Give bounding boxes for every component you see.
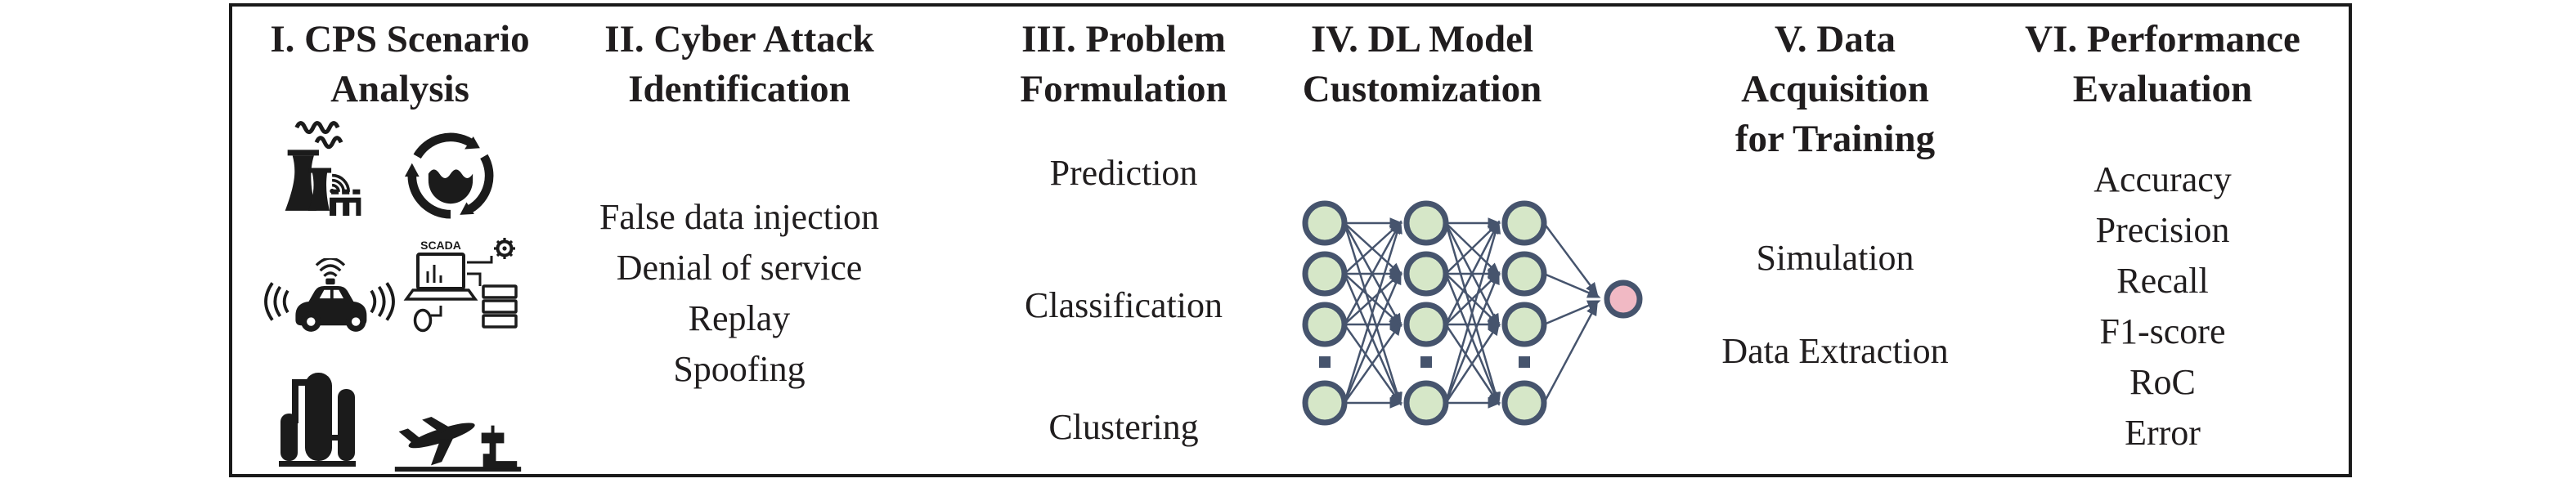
metric-item: Accuracy bbox=[2094, 159, 2232, 199]
problem-item: Clustering bbox=[1048, 407, 1199, 447]
attack-item: Spoofing bbox=[673, 349, 806, 389]
neural-network-diagram bbox=[1302, 200, 1643, 426]
attack-item: False data injection bbox=[599, 197, 880, 237]
column-title-data-acquisition: V. Data Acquisition for Training bbox=[1735, 18, 1936, 160]
nn-hidden-nodes bbox=[1302, 200, 1547, 426]
column-cps-scenario-analysis: I. CPS Scenario Analysis bbox=[232, 7, 568, 474]
acquisition-item: Simulation bbox=[1756, 238, 1914, 278]
column-title-cyber-attack: II. Cyber Attack Identification bbox=[604, 18, 874, 110]
pipeline-box: I. CPS Scenario Analysis bbox=[229, 3, 2352, 477]
column-data-acquisition: V. Data Acquisition for Training Simulat… bbox=[1696, 7, 1974, 474]
column-title-problem-formulation: III. Problem Formulation bbox=[1020, 18, 1227, 110]
metric-item: Precision bbox=[2095, 210, 2230, 250]
column-problem-formulation: III. Problem Formulation Prediction Clas… bbox=[927, 7, 1320, 474]
metric-item: F1-score bbox=[2099, 311, 2226, 351]
metric-item: Error bbox=[2125, 413, 2201, 453]
metric-item: Recall bbox=[2116, 261, 2209, 301]
autonomous-vehicle-icon bbox=[255, 258, 404, 343]
nn-output-node bbox=[1604, 280, 1643, 319]
attack-item: Denial of service bbox=[616, 248, 863, 288]
column-title-cps: I. CPS Scenario Analysis bbox=[270, 18, 530, 110]
column-title-dl-model: IV. DL Model Customization bbox=[1302, 18, 1542, 110]
chemical-plant-tanks-icon bbox=[272, 368, 363, 472]
nn-edges bbox=[1343, 217, 1601, 409]
metric-item: RoC bbox=[2129, 362, 2196, 402]
problem-item: Classification bbox=[1025, 285, 1223, 325]
acquisition-item: Data Extraction bbox=[1721, 331, 1949, 371]
problem-item: Prediction bbox=[1049, 153, 1198, 193]
attack-item: Replay bbox=[688, 298, 791, 338]
airport-airplane-icon bbox=[393, 397, 523, 474]
column-dl-model-customization: IV. DL Model Customization bbox=[1271, 7, 1696, 474]
column-cyber-attack-identification: II. Cyber Attack Identification False da… bbox=[551, 7, 927, 474]
scada-label: SCADA bbox=[420, 239, 461, 252]
nn-ellipsis-squares bbox=[1319, 356, 1530, 368]
nn-nodes bbox=[1302, 200, 1643, 426]
scada-system-icon: SCADA bbox=[400, 235, 523, 350]
column-performance-evaluation: VI. Performance Evaluation Accuracy Prec… bbox=[1977, 7, 2349, 474]
water-treatment-cycle-icon bbox=[402, 127, 499, 224]
nuclear-power-plant-icon bbox=[277, 117, 369, 220]
column-title-performance: VI. Performance Evaluation bbox=[2025, 18, 2300, 110]
